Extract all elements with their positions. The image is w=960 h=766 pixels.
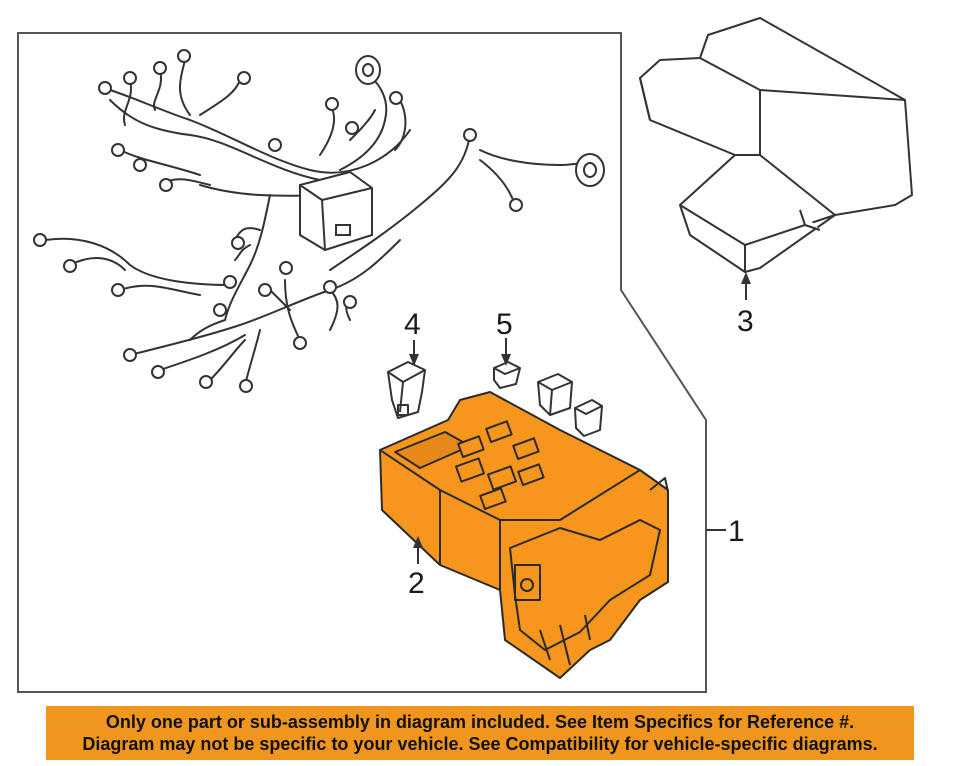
relay-part-4 (387, 361, 426, 419)
fuse-part-5 (493, 361, 521, 389)
leader-arrowheads (409, 272, 751, 548)
callout-4: 4 (404, 308, 421, 341)
disclaimer-line-1: Only one part or sub-assembly in diagram… (105, 712, 855, 732)
harness-grommets (355, 55, 605, 187)
callout-5: 5 (496, 308, 513, 341)
fuse-box-cover (639, 17, 913, 273)
callout-3: 3 (737, 305, 754, 338)
harness-relay-block (299, 170, 373, 252)
callout-2: 2 (408, 567, 425, 600)
disclaimer-banner: Only one part or sub-assembly in diagram… (46, 706, 914, 760)
harness-connectors (33, 49, 523, 393)
disclaimer-line-2: Diagram may not be specific to your vehi… (82, 734, 878, 754)
additional-relays (537, 373, 603, 437)
fuse-relay-box-part-2 (379, 391, 669, 679)
assembly-frame (17, 32, 707, 693)
callout-1: 1 (728, 515, 745, 548)
